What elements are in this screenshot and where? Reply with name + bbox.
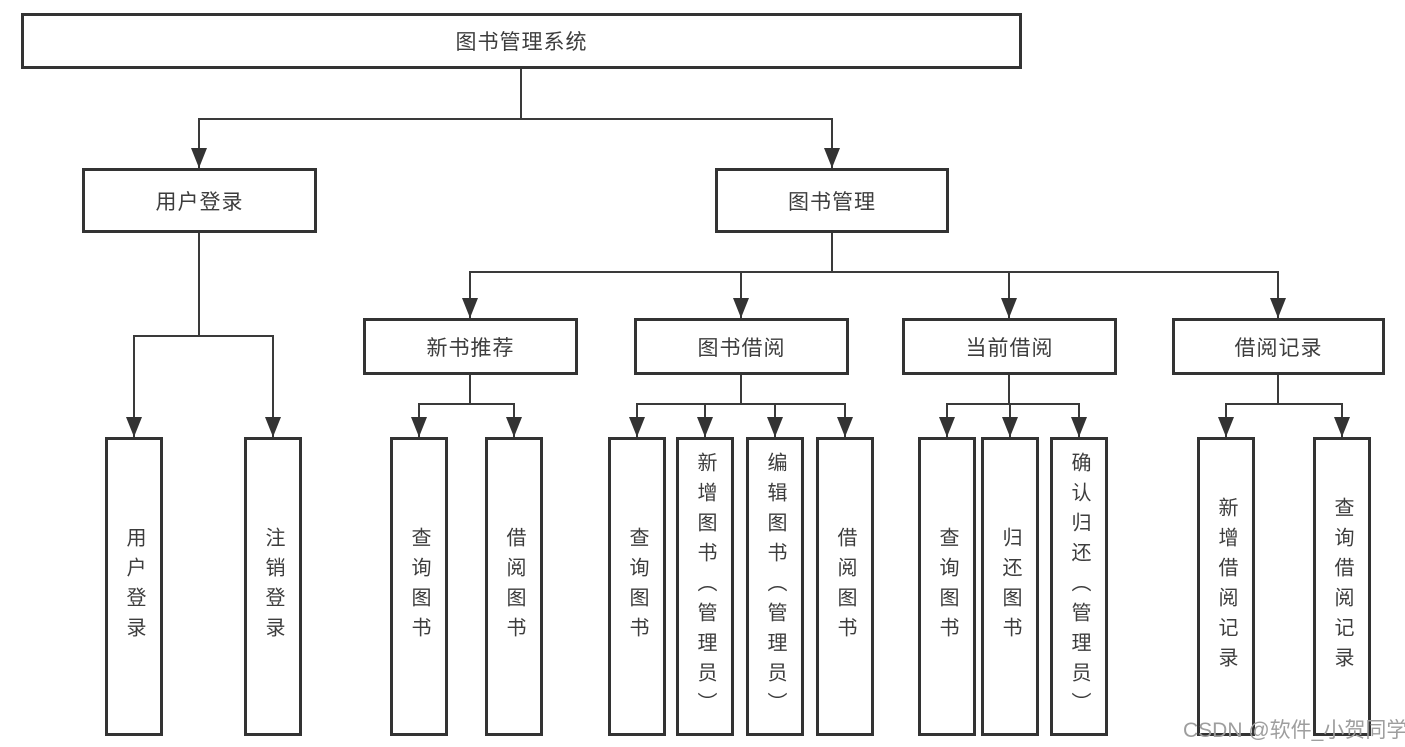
node-label: 当前借阅: [965, 336, 1054, 360]
arrow-down-icon: [1071, 417, 1087, 437]
connector-line: [272, 335, 274, 437]
arrow-down-icon: [1334, 417, 1350, 437]
connector-line: [520, 69, 522, 118]
node-label: 注销登录: [262, 526, 284, 647]
node-user-login: 用户登录: [82, 168, 317, 233]
leaf-user-login: 用户登录: [105, 437, 163, 736]
arrow-down-icon: [462, 298, 478, 318]
node-label: 查询图书: [626, 526, 648, 647]
arrow-down-icon: [824, 148, 840, 168]
arrow-down-icon: [191, 148, 207, 168]
arrow-down-icon: [697, 417, 713, 437]
node-library-management-system: 图书管理系统: [21, 13, 1022, 69]
arrow-down-icon: [733, 298, 749, 318]
leaf-query-books-recommend: 查询图书: [390, 437, 448, 736]
node-label: 图书管理系统: [455, 31, 588, 54]
node-book-borrow: 图书借阅: [634, 318, 849, 375]
connector-line: [1008, 271, 1010, 318]
connector-line: [636, 403, 845, 405]
node-label: 确认归还（管理员）: [1068, 451, 1090, 722]
node-label: 图书管理: [788, 190, 876, 214]
leaf-logout: 注销登录: [244, 437, 302, 736]
connector-line: [1277, 271, 1279, 318]
leaf-query-borrow-record: 查询借阅记录: [1313, 437, 1371, 736]
arrow-down-icon: [1002, 417, 1018, 437]
arrow-down-icon: [126, 417, 142, 437]
leaf-confirm-return-admin: 确认归还（管理员）: [1050, 437, 1108, 736]
connector-line: [1225, 403, 1342, 405]
node-current-borrow: 当前借阅: [902, 318, 1117, 375]
connector-line: [418, 403, 515, 405]
leaf-add-book-admin: 新增图书（管理员）: [676, 437, 734, 736]
connector-line: [469, 271, 1279, 273]
connector-line: [469, 375, 471, 403]
arrow-down-icon: [1270, 298, 1286, 318]
node-label: 查询图书: [936, 526, 958, 647]
connector-line: [1277, 375, 1279, 403]
arrow-down-icon: [1001, 298, 1017, 318]
node-label: 用户登录: [155, 190, 244, 214]
node-book-management: 图书管理: [715, 168, 949, 233]
connector-line: [740, 271, 742, 318]
arrow-down-icon: [411, 417, 427, 437]
node-new-book-recommend: 新书推荐: [363, 318, 578, 375]
arrow-down-icon: [629, 417, 645, 437]
connector-line: [469, 271, 471, 318]
node-label: 查询借阅记录: [1331, 496, 1353, 677]
arrow-down-icon: [837, 417, 853, 437]
connector-line: [831, 118, 833, 168]
node-label: 借阅图书: [834, 526, 856, 647]
node-label: 新增借阅记录: [1215, 496, 1237, 677]
node-label: 新增图书（管理员）: [694, 451, 716, 722]
node-label: 借阅记录: [1234, 336, 1323, 360]
connector-line: [1008, 375, 1010, 403]
node-label: 查询图书: [408, 526, 430, 647]
node-label: 用户登录: [123, 526, 145, 647]
arrow-down-icon: [1218, 417, 1234, 437]
arrow-down-icon: [767, 417, 783, 437]
leaf-borrow-books-recommend: 借阅图书: [485, 437, 543, 736]
node-borrow-records: 借阅记录: [1172, 318, 1385, 375]
node-label: 借阅图书: [503, 526, 525, 647]
leaf-add-borrow-record: 新增借阅记录: [1197, 437, 1255, 736]
arrow-down-icon: [506, 417, 522, 437]
leaf-borrow-books: 借阅图书: [816, 437, 874, 736]
connector-line: [198, 233, 200, 335]
csdn-watermark: CSDN @软件_小贺同学: [1183, 719, 1405, 742]
leaf-query-books-current: 查询图书: [918, 437, 976, 736]
connector-line: [133, 335, 135, 437]
node-label: 新书推荐: [426, 336, 515, 360]
connector-line: [134, 335, 274, 337]
arrow-down-icon: [265, 417, 281, 437]
connector-line: [198, 118, 200, 168]
leaf-return-book: 归还图书: [981, 437, 1039, 736]
node-label: 编辑图书（管理员）: [764, 451, 786, 722]
connector-line: [740, 375, 742, 403]
connector-line: [946, 403, 1079, 405]
arrow-down-icon: [939, 417, 955, 437]
leaf-query-books-borrow: 查询图书: [608, 437, 666, 736]
node-label: 归还图书: [999, 526, 1021, 647]
node-label: 图书借阅: [697, 336, 786, 360]
connector-line: [198, 118, 833, 120]
leaf-edit-book-admin: 编辑图书（管理员）: [746, 437, 804, 736]
connector-line: [831, 233, 833, 271]
